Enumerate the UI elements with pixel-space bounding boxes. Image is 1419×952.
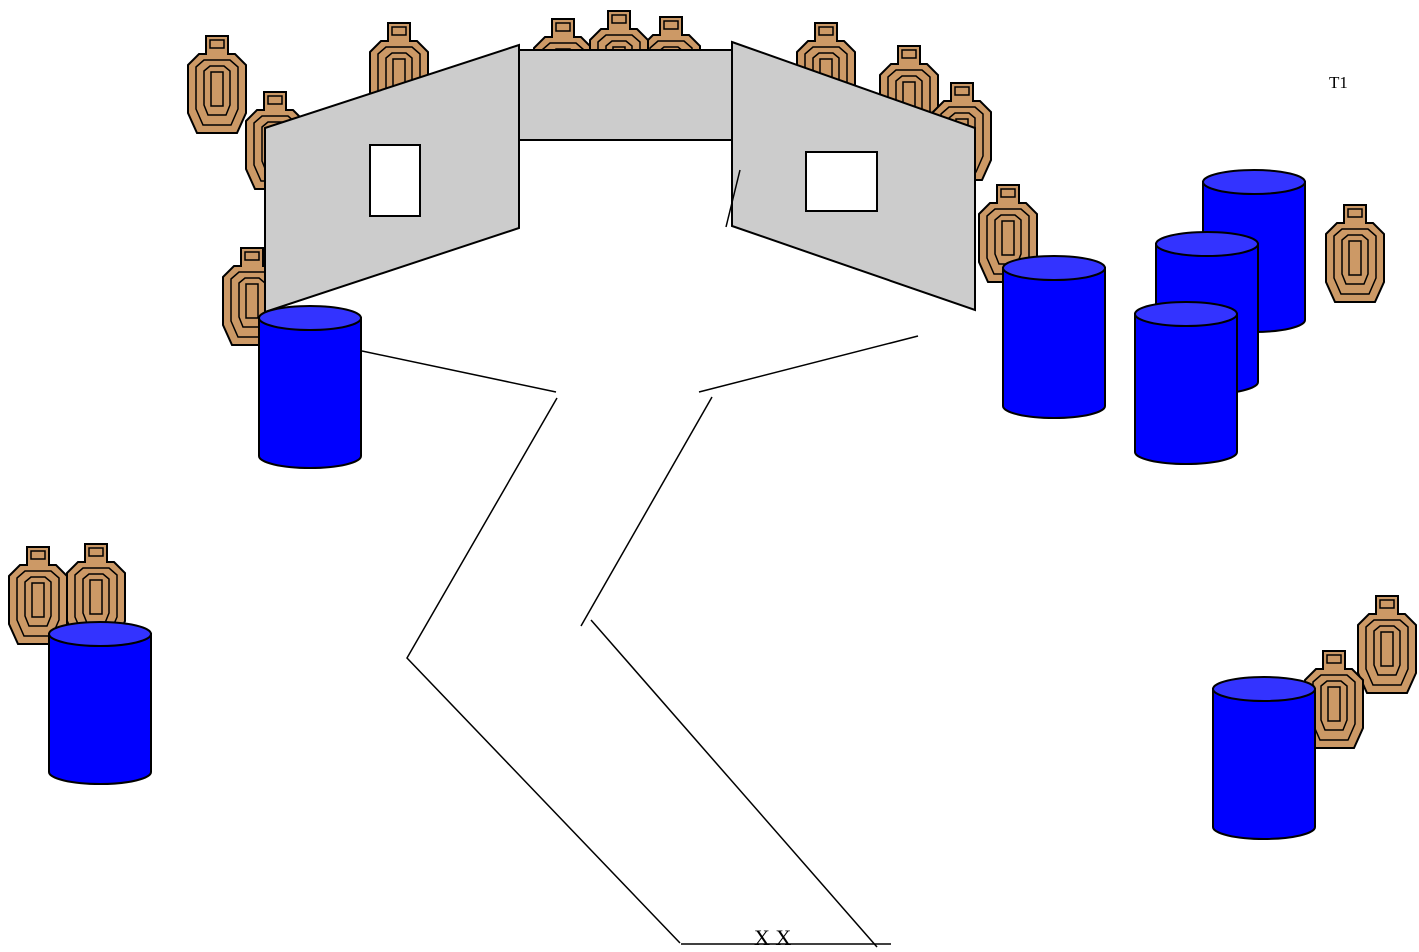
- target-icon: [1357, 595, 1417, 694]
- barrel-icon: [1002, 255, 1106, 419]
- start-position-label: X X: [754, 925, 791, 950]
- wall-mark: [725, 169, 741, 228]
- fault-line: [361, 350, 557, 393]
- window-right: [805, 151, 878, 212]
- target-group-label: T1: [1329, 73, 1348, 92]
- window-left: [369, 144, 421, 217]
- barrel-icon: [1212, 676, 1316, 840]
- fault-line: [406, 397, 681, 944]
- wall-panel-center: [518, 49, 733, 141]
- fault-line: [580, 396, 713, 627]
- barrel-icon: [1134, 301, 1238, 465]
- fault-line: [590, 619, 878, 948]
- target-icon: [187, 35, 247, 134]
- fault-line: [698, 335, 919, 393]
- barrel-icon: [258, 305, 362, 469]
- target-icon: [1325, 204, 1385, 303]
- barrel-icon: [48, 621, 152, 785]
- fault-lines: [361, 335, 919, 948]
